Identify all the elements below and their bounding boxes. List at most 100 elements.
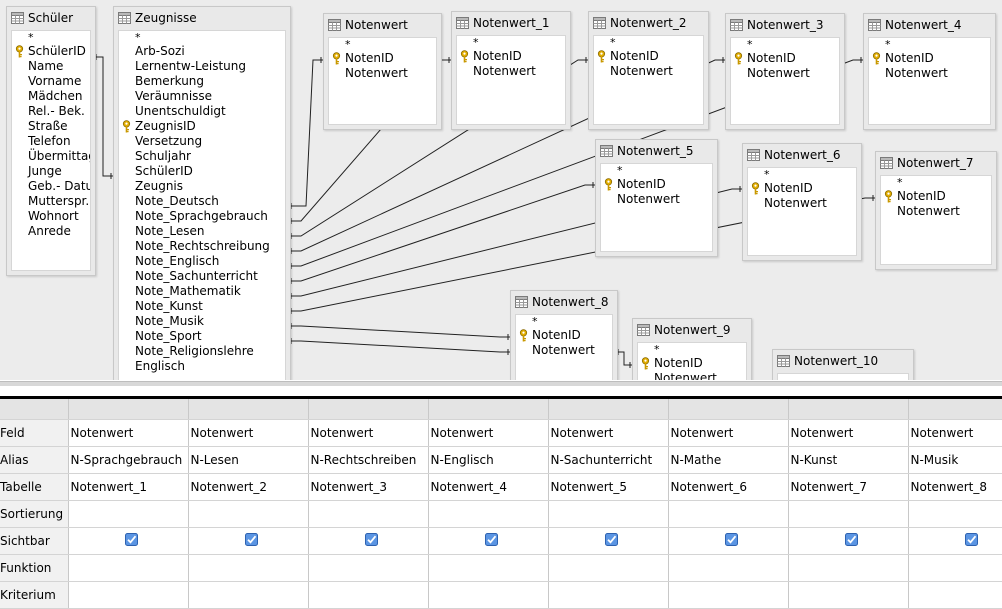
visible-cell[interactable] <box>68 527 189 555</box>
relation-line[interactable] <box>289 188 742 297</box>
field-item[interactable]: * <box>748 168 856 181</box>
relation-line[interactable] <box>289 197 875 312</box>
field-item[interactable]: Rel.- Bek. <box>12 104 90 119</box>
row-label-sort[interactable]: Sortierung <box>0 500 69 528</box>
table-title-bar[interactable]: Notenwert_8 <box>511 291 617 313</box>
field-item[interactable]: Unentschuldigt <box>119 104 285 119</box>
table-cell[interactable]: Notenwert_4 <box>428 473 549 501</box>
visible-cell[interactable] <box>188 527 309 555</box>
field-cell[interactable]: Notenwert <box>188 419 309 447</box>
visible-checkbox[interactable] <box>484 533 498 546</box>
row-label-function[interactable]: Funktion <box>0 554 69 582</box>
field-item[interactable]: NotenID <box>457 49 565 64</box>
visible-cell[interactable] <box>788 527 909 555</box>
relation-line[interactable] <box>289 59 323 207</box>
criterion-cell[interactable] <box>68 581 189 609</box>
field-item[interactable]: SchülerID <box>12 44 90 59</box>
sort-cell[interactable] <box>188 500 309 528</box>
function-cell[interactable] <box>788 554 909 582</box>
table-title-bar[interactable]: Notenwert_7 <box>876 152 996 174</box>
criterion-cell[interactable] <box>668 581 789 609</box>
field-item[interactable]: Geb.- Datum <box>12 179 90 194</box>
field-item[interactable]: Veräumnisse <box>119 89 285 104</box>
field-item[interactable]: Note_Sachunterricht <box>119 269 285 284</box>
alias-cell[interactable]: N-Lesen <box>188 446 309 474</box>
field-item[interactable]: Anrede <box>12 224 90 239</box>
alias-cell[interactable]: N-Sprachgebrauch <box>68 446 189 474</box>
field-item[interactable]: Mutterspr. <box>12 194 90 209</box>
field-cell[interactable]: Notenwert <box>68 419 189 447</box>
sort-cell[interactable] <box>428 500 549 528</box>
field-item[interactable]: SchülerID <box>119 164 285 179</box>
row-label-table[interactable]: Tabelle <box>0 473 69 501</box>
field-item[interactable]: Englisch <box>119 359 285 374</box>
relation-line[interactable] <box>289 59 451 222</box>
field-item[interactable]: Note_Musik <box>119 314 285 329</box>
visible-cell[interactable] <box>428 527 549 555</box>
relation-line[interactable] <box>289 59 863 267</box>
field-item[interactable]: NotenID <box>869 51 990 66</box>
field-cell[interactable]: Notenwert <box>668 419 789 447</box>
table-cell[interactable]: Notenwert_3 <box>308 473 429 501</box>
sort-cell[interactable] <box>308 500 429 528</box>
row-label-field[interactable]: Feld <box>0 419 69 447</box>
splitter[interactable] <box>0 381 1002 386</box>
field-item[interactable]: * <box>881 176 991 189</box>
table-title-bar[interactable]: Notenwert_9 <box>633 319 751 341</box>
sort-cell[interactable] <box>908 500 1002 528</box>
visible-checkbox[interactable] <box>124 533 138 546</box>
alias-cell[interactable]: N-Musik <box>908 446 1002 474</box>
criterion-cell[interactable] <box>188 581 309 609</box>
visible-cell[interactable] <box>548 527 669 555</box>
field-item[interactable]: * <box>731 38 839 51</box>
sort-cell[interactable] <box>68 500 189 528</box>
visible-checkbox[interactable] <box>964 533 978 546</box>
visible-cell[interactable] <box>908 527 1002 555</box>
relation-line[interactable] <box>289 325 510 338</box>
field-item[interactable]: Notenwert <box>329 66 436 81</box>
field-item[interactable]: Notenwert <box>594 64 703 79</box>
criterion-cell[interactable] <box>908 581 1002 609</box>
visible-cell[interactable] <box>668 527 789 555</box>
field-item[interactable]: Notenwert <box>516 343 612 358</box>
field-item[interactable]: ZeugnisID <box>119 119 285 134</box>
relation-line[interactable] <box>616 351 632 366</box>
column-header[interactable] <box>68 399 189 420</box>
field-item[interactable]: Wohnort <box>12 209 90 224</box>
field-item[interactable]: NotenID <box>516 328 612 343</box>
alias-cell[interactable]: N-Mathe <box>668 446 789 474</box>
field-item[interactable]: Bemerkung <box>119 74 285 89</box>
field-item[interactable]: Mädchen <box>12 89 90 104</box>
field-item[interactable]: Lernentw-Leistung <box>119 59 285 74</box>
field-item[interactable]: * <box>638 343 746 356</box>
criterion-cell[interactable] <box>308 581 429 609</box>
field-list[interactable] <box>777 373 909 380</box>
relation-line[interactable] <box>289 59 725 252</box>
field-item[interactable]: Notenwert <box>869 66 990 81</box>
visible-checkbox[interactable] <box>724 533 738 546</box>
relation-line[interactable] <box>289 184 595 282</box>
field-item[interactable]: Note_Religionslehre <box>119 344 285 359</box>
field-item[interactable]: * <box>594 36 703 49</box>
field-item[interactable]: NotenID <box>601 177 712 192</box>
field-cell[interactable]: Notenwert <box>548 419 669 447</box>
table-title-bar[interactable]: Notenwert_3 <box>726 14 844 36</box>
alias-cell[interactable]: N-Rechtschreiben <box>308 446 429 474</box>
field-item[interactable]: * <box>869 38 990 51</box>
visible-checkbox[interactable] <box>364 533 378 546</box>
column-header[interactable] <box>188 399 309 420</box>
field-item[interactable]: Zeugnis <box>119 179 285 194</box>
